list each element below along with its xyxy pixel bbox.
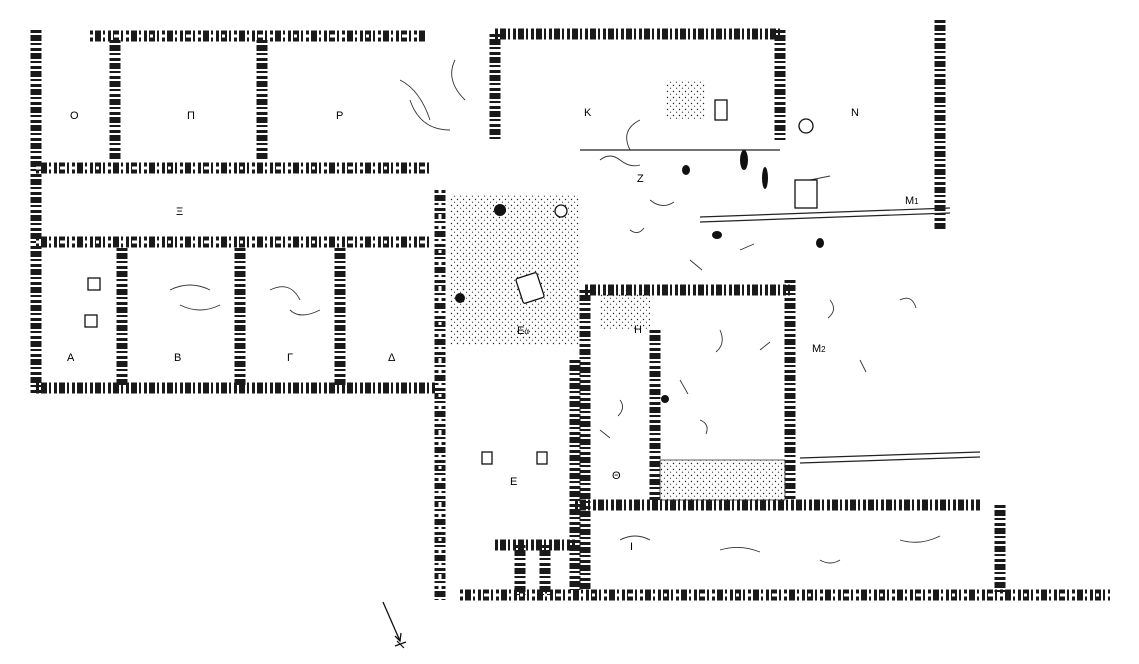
room-label-E: Ε: [510, 476, 517, 488]
room-label-Xi: Ξ: [176, 206, 183, 218]
central-block-walls: [434, 20, 1110, 601]
room-label-M2-main: Μ: [812, 343, 821, 355]
room-label-M2-sub: 2: [821, 345, 826, 354]
room-label-N: Ν: [851, 107, 859, 119]
room-label-D: Δ: [388, 352, 396, 364]
room-label-R: Ρ: [336, 110, 343, 122]
room-label-O: Ο: [70, 110, 79, 122]
room-label-K: Κ: [584, 107, 592, 119]
stippled-floor: [450, 80, 705, 345]
stone-features: [84, 99, 824, 465]
room-label-I: Ι: [630, 541, 633, 553]
room-label-A: Α: [67, 352, 75, 364]
north-arrow-icon: [382, 601, 407, 649]
left-block-walls: [30, 30, 435, 395]
room-label-H: Η: [634, 324, 642, 336]
room-label-G: Γ: [287, 352, 293, 364]
rubble-fill: [659, 459, 786, 501]
room-label-Ea-main: Ε: [517, 325, 524, 337]
room-label-M1-sub: 1: [914, 197, 919, 206]
room-label-Th: Θ: [612, 470, 621, 482]
room-label-M2: Μ2: [812, 343, 826, 355]
room-label-B: Β: [174, 352, 181, 364]
room-labels: Ο Π Ρ Κ Ν Ζ Ξ Μ1 Μ2 Α Β Γ Δ Εα Η Ε Θ Ι: [67, 107, 919, 553]
room-label-M1-main: Μ: [905, 195, 914, 207]
channel-lines: [580, 149, 981, 464]
room-label-Z: Ζ: [637, 173, 644, 185]
rubble-texture: [169, 59, 941, 564]
room-label-Ea: Εα: [517, 325, 529, 337]
room-label-P: Π: [187, 110, 195, 122]
room-label-Ea-sub: α: [524, 327, 529, 336]
room-label-M1: Μ1: [905, 195, 919, 207]
